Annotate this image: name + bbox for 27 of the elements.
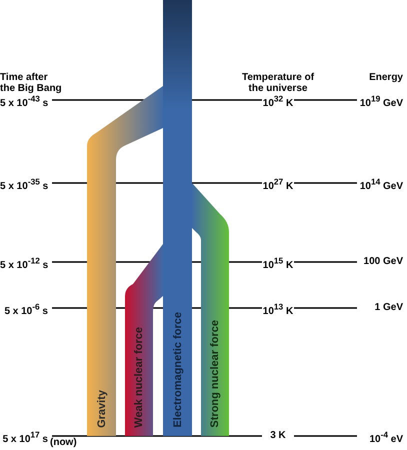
- temperature-value: 10$^{27}$ K: [262, 181, 294, 192]
- energy-value: 10$^{19}$ GeV: [360, 98, 403, 110]
- time-value: 5 x 10$^{-6}$ s: [4, 306, 48, 318]
- energy-value: 1 GeV: [374, 302, 403, 313]
- force-name: Weak nuclear force: [132, 327, 146, 428]
- force-band: [87, 86, 163, 436]
- energy-value: 100 GeV: [364, 256, 403, 267]
- temperature-value: 10$^{15}$ K: [262, 260, 294, 272]
- temperature-value: 10$^{13}$ K: [262, 306, 294, 318]
- time-value: 5 x 10$^{-43}$ s: [0, 98, 48, 110]
- column-heading: Energy: [369, 72, 403, 83]
- time-value: 5 x 10$^{17}$ s: [2, 434, 48, 446]
- force-name: Strong nuclear force: [208, 320, 222, 428]
- force-band: [125, 244, 163, 436]
- column-heading: Time after the Big Bang: [0, 72, 63, 94]
- time-value: 5 x 10$^{-12}$ s: [0, 260, 48, 272]
- force-band: [163, 0, 192, 436]
- temperature-value: 10$^{32}$ K: [262, 98, 294, 110]
- time-value: 5 x 10$^{-35}$ s: [0, 181, 48, 192]
- time-note: (now): [50, 437, 77, 448]
- temperature-value: 3 K: [270, 430, 286, 441]
- force-name: Gravity: [94, 390, 108, 428]
- column-heading: Temperature of the universe: [240, 72, 316, 94]
- energy-value: 10$^{-4}$ eV: [369, 434, 403, 446]
- force-name: Electromagnetic force: [170, 312, 184, 428]
- energy-value: 10$^{14}$ GeV: [360, 181, 403, 192]
- force-band: [192, 183, 229, 436]
